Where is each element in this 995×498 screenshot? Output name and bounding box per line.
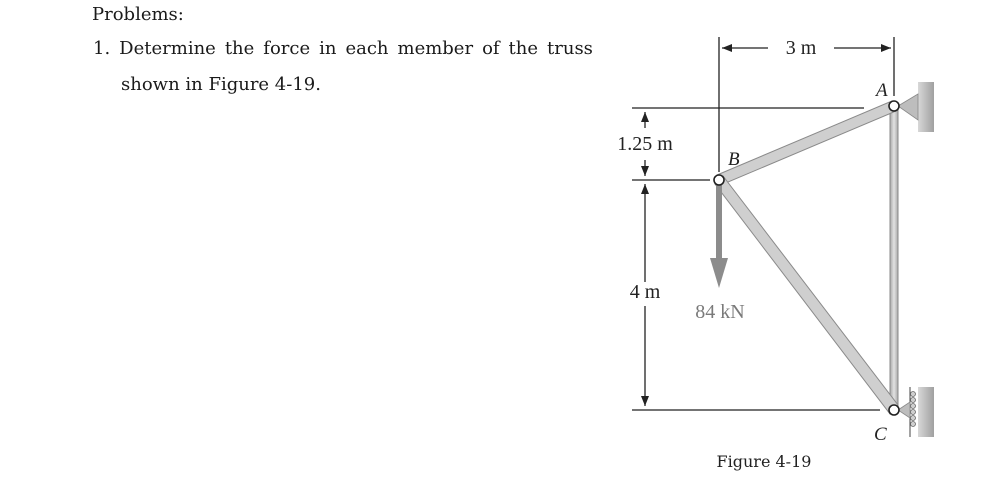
word: the bbox=[508, 38, 539, 59]
problem-statement-line-1: 1. Determine the force in each member of… bbox=[93, 38, 593, 59]
joint-C bbox=[888, 404, 900, 416]
section-heading: Problems: bbox=[92, 4, 184, 25]
dim-lower-vertical-label: 4 m bbox=[630, 281, 661, 303]
member-BC bbox=[714, 175, 899, 415]
member-AC bbox=[889, 105, 899, 411]
word: each bbox=[345, 38, 389, 59]
joints bbox=[713, 100, 900, 416]
joint-label-A: A bbox=[874, 80, 888, 101]
dim-horizontal-label: 3 m bbox=[786, 37, 817, 59]
load-arrow bbox=[710, 182, 728, 288]
joint-label-C: C bbox=[874, 424, 887, 445]
joint-B bbox=[713, 174, 725, 186]
word: force bbox=[263, 38, 311, 59]
joint-label-B: B bbox=[728, 149, 740, 170]
word: in bbox=[319, 38, 337, 59]
dimension-lines bbox=[632, 37, 895, 411]
roller-support-C bbox=[897, 387, 934, 437]
figure-caption: Figure 4-19 bbox=[717, 452, 812, 471]
word: the bbox=[224, 38, 255, 59]
problem-number: 1. bbox=[93, 38, 111, 59]
member-AB bbox=[716, 100, 897, 186]
truss-members bbox=[714, 100, 899, 415]
word: truss bbox=[547, 38, 593, 59]
joint-A bbox=[888, 100, 900, 112]
word: of bbox=[482, 38, 500, 59]
problem-statement-line-2: shown in Figure 4-19. bbox=[121, 74, 321, 95]
load-label: 84 kN bbox=[695, 301, 744, 323]
word: Determine bbox=[119, 38, 216, 59]
word: member bbox=[397, 38, 474, 59]
pin-support-A bbox=[897, 82, 934, 132]
dim-upper-vertical-label: 1.25 m bbox=[617, 133, 673, 155]
